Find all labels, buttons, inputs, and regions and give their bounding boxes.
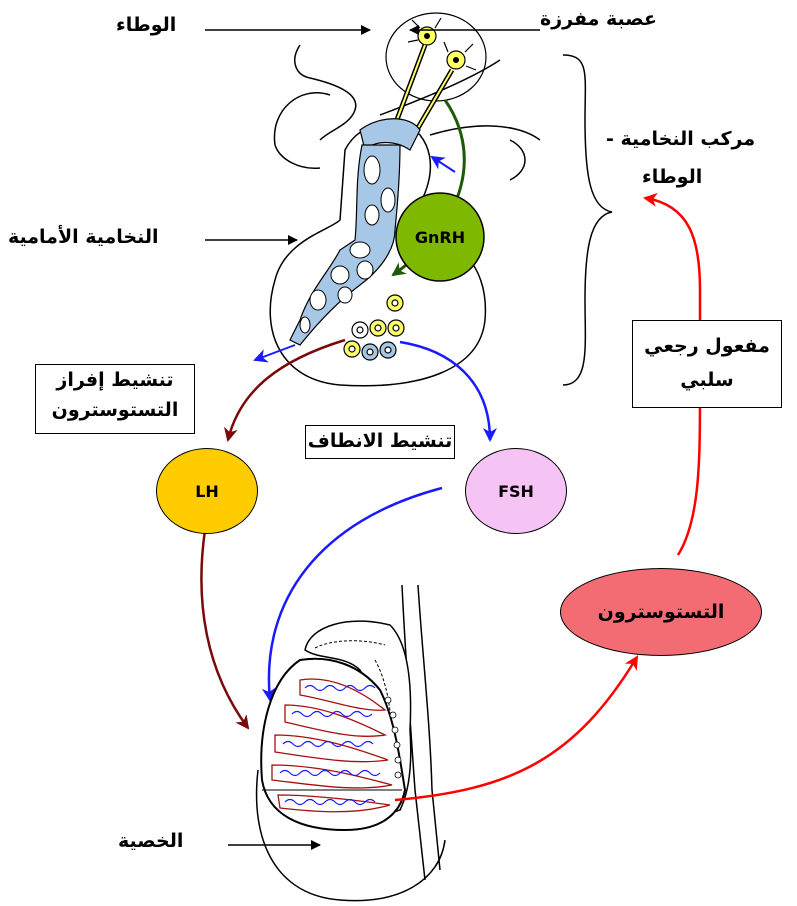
- stimulate-testosterone-box: تنشيط إفراز التستوسترون: [35, 364, 195, 434]
- pituitary-gland: [269, 118, 487, 387]
- lh-to-testis-arrow: [200, 529, 250, 730]
- testosterone-label: التستوسترون: [597, 601, 725, 623]
- fsh-to-testis-arrow: [261, 486, 443, 702]
- fsh-circle: FSH: [465, 448, 567, 534]
- negative-feedback-line2: سلبي: [680, 369, 734, 391]
- negative-feedback-line1: مفعول رجعي: [644, 335, 770, 357]
- brain-outline: [273, 44, 541, 181]
- gnrh-circle: [395, 192, 485, 282]
- negative-feedback-box: مفعول رجعي سلبي: [632, 320, 782, 408]
- lh-circle: LH: [156, 448, 258, 534]
- stimulate-sperm-box: تنشيط الانطاف: [305, 425, 455, 459]
- fsh-release-arrow: [399, 340, 497, 442]
- stimulate-testosterone-line1: تنشيط إفراز: [56, 369, 174, 391]
- gnrh-label: GnRH: [415, 228, 465, 247]
- lh-release-arrow: [224, 338, 346, 442]
- testis-drawing: [255, 584, 446, 902]
- testosterone-circle: التستوسترون: [560, 568, 762, 656]
- complex-label-line2: الوطاء: [642, 166, 703, 188]
- complex-brace: [562, 54, 613, 386]
- anterior-pituitary-label: النخامية الأمامية: [8, 226, 159, 248]
- stimulate-testosterone-line2: التستوسترون: [51, 399, 179, 421]
- testis-label: الخصية: [118, 830, 184, 852]
- fsh-label: FSH: [498, 481, 534, 501]
- portal-outflow-arrow: [253, 344, 296, 363]
- hypothalamus-label: الوطاء: [116, 14, 177, 36]
- lh-label: LH: [195, 481, 219, 501]
- portal-release-arrow: [430, 155, 456, 173]
- stimulate-sperm-text: تنشيط الانطاف: [307, 430, 453, 452]
- complex-label-line1: مركب النخامية -: [606, 128, 756, 150]
- secretory-neuron-label: عصبة مفرزة: [540, 8, 658, 30]
- testosterone-release-arrow: [394, 655, 639, 802]
- neuron-cells: [392, 17, 477, 152]
